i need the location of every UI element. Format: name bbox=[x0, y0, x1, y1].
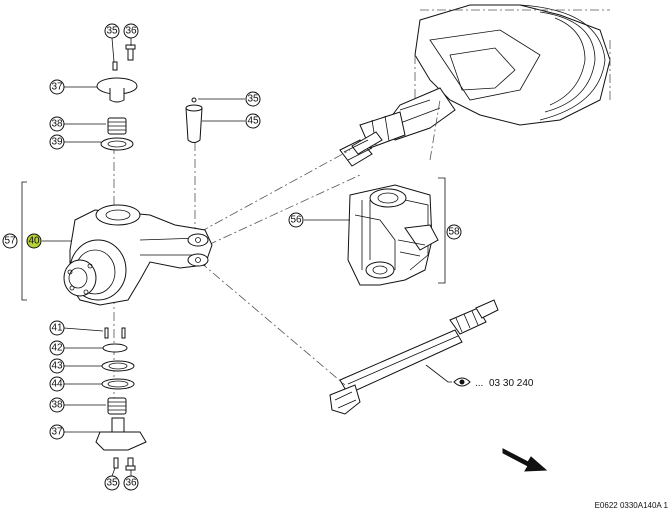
callout-35-bottom[interactable]: 35 bbox=[104, 475, 120, 491]
callout-40[interactable]: 40 bbox=[26, 233, 42, 249]
svg-text:58: 58 bbox=[448, 227, 460, 238]
arrow-icon bbox=[502, 448, 548, 472]
hub-carrier-40 bbox=[63, 204, 213, 306]
figure-code: E0622 0330A140A 1 bbox=[595, 501, 669, 510]
eye-icon bbox=[453, 377, 471, 387]
svg-text:35: 35 bbox=[247, 94, 259, 105]
svg-text:35: 35 bbox=[106, 478, 118, 489]
upper-kingpin-stack bbox=[96, 44, 138, 151]
svg-text:36: 36 bbox=[125, 26, 137, 37]
callout-36-bottom[interactable]: 36 bbox=[123, 475, 139, 491]
callout-38-bottom[interactable]: 38 bbox=[49, 397, 65, 413]
svg-text:36: 36 bbox=[125, 478, 137, 489]
steering-knuckle-56 bbox=[347, 184, 439, 286]
reference-number: 03 30 240 bbox=[489, 378, 534, 389]
svg-text:56: 56 bbox=[290, 215, 302, 226]
callout-35-pin[interactable]: 35 bbox=[245, 91, 261, 107]
axle-housing bbox=[359, 4, 611, 149]
callout-35-top[interactable]: 35 bbox=[104, 23, 120, 39]
svg-text:57: 57 bbox=[4, 236, 16, 247]
svg-text:42: 42 bbox=[51, 343, 63, 354]
svg-text:44: 44 bbox=[51, 379, 63, 390]
svg-text:37: 37 bbox=[51, 82, 63, 93]
svg-text:40: 40 bbox=[28, 236, 40, 247]
svg-text:35: 35 bbox=[106, 26, 118, 37]
callout-36-top[interactable]: 36 bbox=[123, 23, 139, 39]
bracket-58 bbox=[438, 177, 446, 284]
callout-57[interactable]: 57 bbox=[2, 233, 18, 249]
svg-text:39: 39 bbox=[51, 137, 63, 148]
callout-42[interactable]: 42 bbox=[49, 340, 65, 356]
callout-44[interactable]: 44 bbox=[49, 376, 65, 392]
callout-39[interactable]: 39 bbox=[49, 134, 65, 150]
svg-text:41: 41 bbox=[51, 323, 63, 334]
svg-text:45: 45 bbox=[247, 116, 259, 127]
svg-text:38: 38 bbox=[51, 400, 63, 411]
axle-pin-45 bbox=[185, 97, 203, 143]
callout-43[interactable]: 43 bbox=[49, 358, 65, 374]
callout-37-top[interactable]: 37 bbox=[49, 79, 65, 95]
upper-drive-shaft bbox=[339, 131, 383, 167]
svg-text:37: 37 bbox=[51, 427, 63, 438]
lower-drive-shaft bbox=[329, 299, 499, 415]
callout-41[interactable]: 41 bbox=[49, 320, 65, 336]
reference-dots: ... bbox=[475, 378, 483, 389]
lower-kingpin-stack bbox=[95, 327, 147, 471]
callout-58[interactable]: 58 bbox=[446, 224, 462, 240]
cross-reference[interactable]: ... 03 30 240 bbox=[453, 377, 534, 389]
callout-38-top[interactable]: 38 bbox=[49, 116, 65, 132]
callout-37-bottom[interactable]: 37 bbox=[49, 424, 65, 440]
callout-45[interactable]: 45 bbox=[245, 113, 261, 129]
svg-text:43: 43 bbox=[51, 361, 63, 372]
leader-lines bbox=[42, 37, 452, 477]
callout-56[interactable]: 56 bbox=[288, 212, 304, 228]
bracket-57 bbox=[21, 181, 27, 301]
svg-text:38: 38 bbox=[51, 119, 63, 130]
